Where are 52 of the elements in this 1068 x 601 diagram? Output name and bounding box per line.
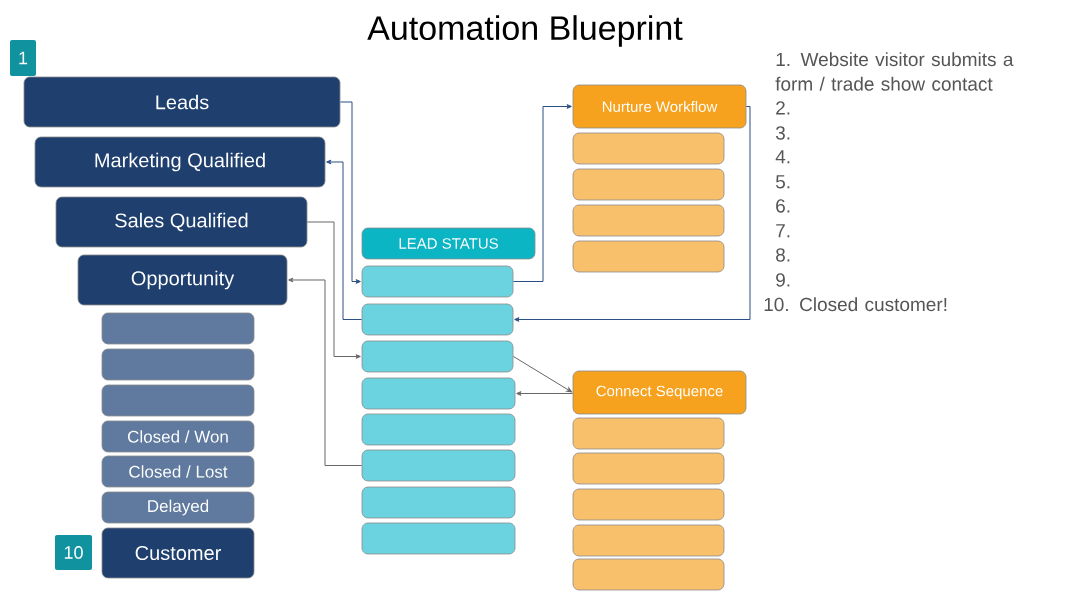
status-box [361,413,516,446]
status-box [361,377,516,410]
step-box [572,417,725,450]
step-badge: 10 [55,535,92,570]
step-box [572,132,725,165]
status-box [361,486,516,519]
header-box: LEAD STATUS [361,227,536,260]
stage-box [101,348,255,381]
step-box [572,524,725,557]
status-box [361,522,516,555]
stage-box: Marketing Qualified [34,136,326,188]
status-box [361,340,514,373]
stage-box: Delayed [101,491,255,524]
step-box [572,558,725,591]
header-box: Nurture Workflow [572,84,747,129]
stage-box [101,384,255,417]
arrow [306,221,361,359]
status-box [361,303,514,336]
stage-box [101,312,255,345]
header-box: Connect Sequence [572,370,747,415]
arrow [516,391,574,396]
stage-box: Opportunity [77,254,288,306]
list-item: 9. [776,273,790,287]
list-item: 2. [776,101,790,115]
stage-box: Closed / Won [101,420,255,453]
title: Automation Blueprint [367,15,683,47]
stage-box: Sales Qualified [55,196,308,248]
arrow [512,104,572,282]
stage-box: Closed / Lost [101,455,255,488]
list-item: 5. [775,175,790,189]
list-item: 10. Closed customer! [764,297,947,312]
arrow [512,356,572,393]
arrow [288,277,363,466]
list-item: 7. [776,224,790,238]
step-box [572,168,725,201]
arrow [514,106,751,322]
step-box [572,452,725,485]
list-item: 3. [775,126,790,140]
list-item: 6. [776,199,790,213]
step-badge: 1 [10,40,36,76]
arrow [326,159,363,320]
step-box [572,204,725,237]
arrow [339,101,361,284]
list-item: 8. [776,248,790,262]
stage-box: Leads [23,76,341,128]
stage-box: Customer [101,527,255,579]
step-box [572,240,725,273]
step-box [572,488,725,521]
status-box [361,265,514,298]
list-item: 4. [775,150,790,164]
list-item: 1. Website visitor submits a form / trade show contact [775,52,1014,91]
status-box [361,449,516,482]
